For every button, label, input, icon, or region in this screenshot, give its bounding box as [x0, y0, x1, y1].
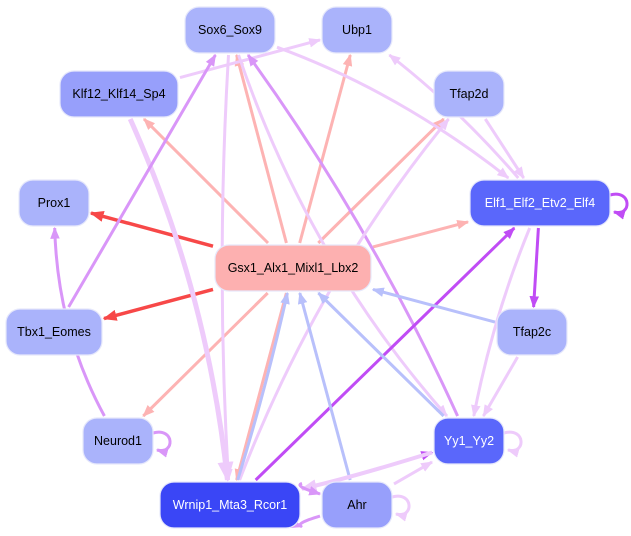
- node-tbx1[interactable]: Tbx1_Eomes: [5, 308, 103, 356]
- node-box[interactable]: [5, 308, 103, 356]
- edge-gsx1-to-wrnip1: [234, 292, 288, 482]
- edge-ahr-to-gsx1: [297, 291, 352, 481]
- node-prox1[interactable]: Prox1: [18, 179, 90, 227]
- node-label: Tfap2c: [513, 325, 551, 339]
- node-gsx1[interactable]: Gsx1_Alx1_Mixl1_Lbx2: [214, 244, 372, 292]
- edge-tbx1-to-sox6_sox9: [67, 53, 217, 308]
- edge-yy1-to-yy1: [503, 430, 523, 458]
- edge-sox6_sox9-to-elf: [276, 45, 510, 180]
- edge-wrnip1-to-elf: [254, 226, 516, 482]
- node-elf[interactable]: Elf1_Elf2_Etv2_Elf4: [469, 179, 611, 227]
- edge-wrnip1-to-tfap2d: [238, 118, 450, 481]
- edge-yy1-to-gsx1: [317, 291, 445, 418]
- node-box[interactable]: [214, 244, 372, 292]
- node-box[interactable]: [18, 179, 90, 227]
- edge-yy1-to-wrnip1: [300, 450, 433, 492]
- node-label: Neurod1: [94, 434, 142, 448]
- node-box[interactable]: [159, 481, 301, 529]
- node-wrnip1[interactable]: Wrnip1_Mta3_Rcor1: [159, 481, 301, 529]
- edge-neurod1-to-neurod1: [152, 430, 172, 458]
- node-tfap2c[interactable]: Tfap2c: [496, 308, 568, 356]
- edge-tfap2d-to-elf: [484, 118, 525, 180]
- node-ubp1[interactable]: Ubp1: [321, 6, 393, 54]
- node-label: Gsx1_Alx1_Mixl1_Lbx2: [228, 261, 359, 275]
- edge-ahr-to-yy1: [393, 460, 434, 486]
- edge-elf-to-tfap2c: [529, 227, 540, 309]
- node-klf12[interactable]: Klf12_Klf14_Sp4: [59, 70, 179, 118]
- node-label: Ahr: [347, 498, 366, 512]
- node-box[interactable]: [433, 70, 505, 118]
- node-box[interactable]: [433, 417, 505, 465]
- edge-tfap2c-to-yy1: [482, 356, 519, 418]
- node-label: Yy1_Yy2: [444, 434, 494, 448]
- node-box[interactable]: [496, 308, 568, 356]
- node-label: Klf12_Klf14_Sp4: [72, 87, 165, 101]
- node-box[interactable]: [82, 417, 154, 465]
- node-label: Sox6_Sox9: [198, 23, 262, 37]
- node-label: Elf1_Elf2_Etv2_Elf4: [485, 196, 596, 210]
- node-label: Tbx1_Eomes: [17, 325, 91, 339]
- node-sox6_sox9[interactable]: Sox6_Sox9: [184, 6, 276, 54]
- edge-yy1-to-sox6_sox9: [246, 54, 459, 417]
- node-box[interactable]: [321, 6, 393, 54]
- edge-elf-to-elf: [609, 192, 629, 220]
- edge-ahr-to-ahr: [391, 494, 411, 522]
- edge-ahr-to-wrnip1: [290, 514, 321, 529]
- node-label: Wrnip1_Mta3_Rcor1: [173, 498, 287, 512]
- edge-gsx1-to-klf12: [142, 117, 270, 245]
- node-neurod1[interactable]: Neurod1: [82, 417, 154, 465]
- node-label: Ubp1: [342, 23, 372, 37]
- node-label: Tfap2d: [450, 87, 489, 101]
- edge-gsx1-to-prox1: [89, 210, 214, 248]
- edge-gsx1-to-tbx1: [102, 287, 214, 321]
- edge-gsx1-to-tfap2d: [317, 117, 445, 245]
- edge-tfap2c-to-gsx1: [371, 287, 496, 324]
- node-box[interactable]: [469, 179, 611, 227]
- node-ahr[interactable]: Ahr: [321, 481, 393, 529]
- edge-wrnip1-to-gsx1: [236, 291, 290, 481]
- edge-klf12-to-ubp1: [179, 38, 322, 80]
- node-box[interactable]: [184, 6, 276, 54]
- node-box[interactable]: [59, 70, 179, 118]
- node-tfap2d[interactable]: Tfap2d: [433, 70, 505, 118]
- edge-gsx1-to-sox6_sox9: [234, 53, 288, 244]
- node-box[interactable]: [321, 481, 393, 529]
- edge-gsx1-to-elf: [372, 220, 470, 249]
- edge-wrnip1-to-ahr: [298, 481, 322, 496]
- node-yy1[interactable]: Yy1_Yy2: [433, 417, 505, 465]
- node-label: Prox1: [38, 196, 71, 210]
- edge-gsx1-to-ubp1: [298, 53, 353, 244]
